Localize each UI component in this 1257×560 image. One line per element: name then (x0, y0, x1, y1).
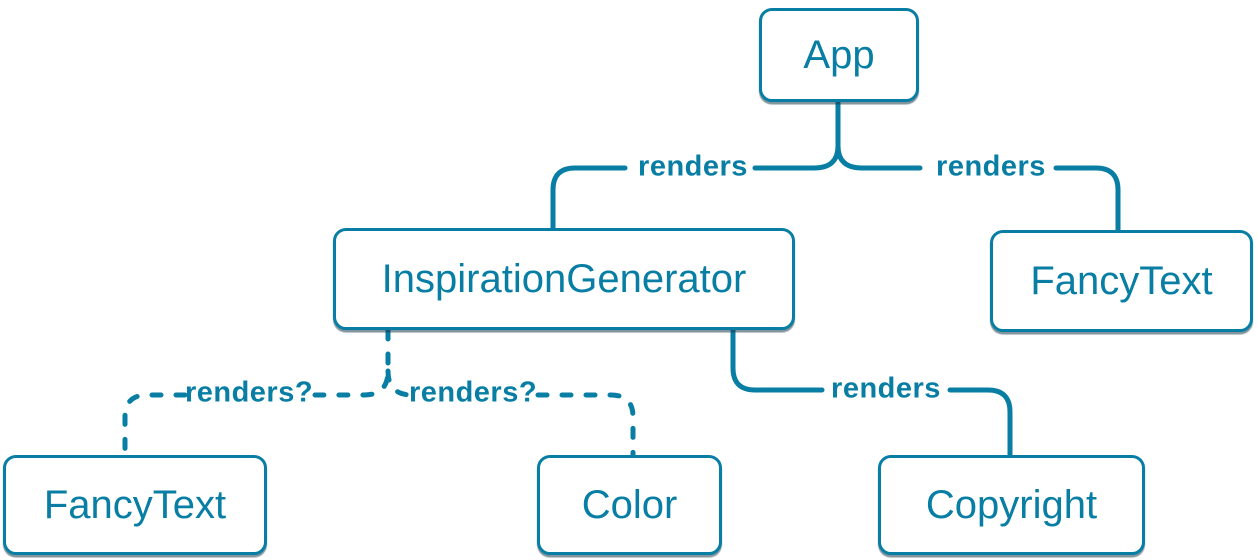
connector-inspirationgenerator-fancytext2 (122, 392, 188, 458)
connector-inspirationgenerator-copyright-b (947, 387, 1013, 458)
edge-label-app-inspirationgenerator: renders (638, 150, 748, 183)
connector-inspirationgenerator-fork-right (385, 368, 416, 398)
node-inspiration-generator: InspirationGenerator (333, 228, 795, 330)
node-app: App (759, 8, 919, 102)
connector-app-fork-left (752, 99, 841, 171)
connector-inspirationgenerator-fork-left (312, 327, 391, 398)
connector-inspirationgenerator-copyright-a (730, 327, 825, 393)
node-color: Color (537, 455, 722, 555)
connector-app-inspirationgenerator (550, 165, 628, 231)
node-fancy-text-bottom: FancyText (3, 455, 267, 555)
edge-label-inspirationgenerator-color: renders? (408, 376, 538, 409)
connector-inspirationgenerator-color (535, 392, 636, 458)
connector-app-fork-right (835, 143, 923, 171)
node-fancy-text-top: FancyText (990, 230, 1253, 332)
node-copyright: Copyright (878, 455, 1145, 555)
edge-label-app-fancytext: renders (936, 150, 1046, 183)
edge-label-inspirationgenerator-fancytext: renders? (184, 376, 314, 409)
edge-label-inspirationgenerator-copyright: renders (831, 372, 941, 405)
connector-app-fancytext (1053, 165, 1121, 233)
